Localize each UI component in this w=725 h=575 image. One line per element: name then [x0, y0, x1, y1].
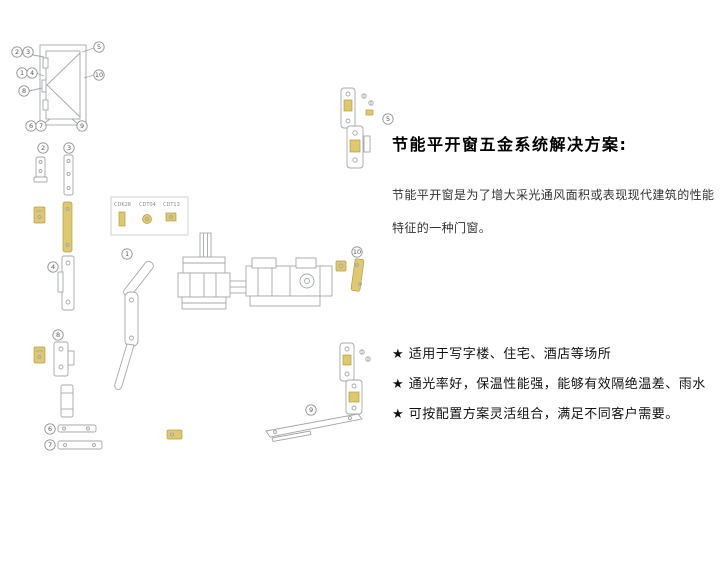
callout-2: 2	[11, 46, 23, 58]
callout-4-number: 4	[30, 69, 34, 77]
callout-8: 8	[18, 85, 30, 97]
part-10-lock-set	[335, 258, 365, 292]
part-label-10-number: 10	[353, 248, 361, 256]
profile-connection-lines	[230, 280, 246, 294]
part-label-9-number: 9	[309, 406, 313, 414]
callout-10-number: 10	[95, 71, 103, 79]
description-line-1: 节能平开窗是为了增大采光通风面积或表现现代建筑的性能	[392, 188, 715, 202]
part-label-8-number: 8	[56, 331, 60, 339]
profile-section-right	[245, 257, 333, 307]
part-3-hinge-strip	[63, 154, 74, 196]
part-label-4: 4	[47, 261, 59, 273]
profile-code-2: CDT04	[139, 202, 156, 208]
feature-list: ★ 适用于写字楼、住宅、酒店等场所 ★ 通光率好，保温性能强，能够有效隔绝温差、…	[392, 340, 725, 430]
part-label-8: 8	[52, 329, 64, 341]
callout-9: 9	[76, 120, 88, 132]
profile-code-3: CDT13	[163, 202, 180, 208]
profile-code-1: CDK28	[114, 202, 131, 208]
part-label-10: 10	[351, 246, 363, 258]
content-panel: 节能平开窗五金系统解决方案: 节能平开窗是为了增大采光通风面积或表现现代建筑的性…	[392, 131, 725, 245]
part-label-2: 2	[37, 142, 49, 154]
part-9-stay-arm	[265, 413, 363, 443]
callout-7: 7	[35, 120, 47, 132]
window-frame-schematic: 2 3 5 1 4 10 8 6 7	[11, 41, 105, 132]
part-6-bar	[57, 424, 97, 433]
profile-codes-box: CDK28 CDT04 CDT13	[110, 196, 189, 236]
callout-6-number: 6	[29, 122, 33, 130]
callout-9-number: 9	[80, 122, 84, 130]
part-5-hinge-set	[340, 87, 374, 169]
page-title: 节能平开窗五金系统解决方案:	[392, 135, 628, 154]
part-highlight-fitting-a	[33, 206, 46, 224]
callout-10: 10	[93, 69, 105, 81]
feature-item-1: ★ 适用于写字楼、住宅、酒店等场所	[392, 347, 612, 362]
part-label-6-number: 6	[48, 425, 52, 433]
part-label-5-number: 5	[386, 115, 390, 123]
part-4-hinge	[57, 255, 75, 311]
part-label-7: 7	[44, 439, 56, 451]
part-2-corner-bracket	[33, 156, 48, 183]
callout-3: 3	[22, 46, 34, 58]
part-label-9: 9	[305, 404, 317, 416]
feature-item-2: ★ 通光率好，保温性能强，能够有效隔绝温差、雨水	[392, 377, 706, 392]
part-label-7-number: 7	[48, 441, 52, 449]
description: 节能平开窗是为了增大采光通风面积或表现现代建筑的性能 特征的一种门窗。	[392, 179, 725, 245]
part-label-2-number: 2	[41, 144, 45, 152]
callout-4: 4	[26, 67, 38, 79]
feature-item-3: ★ 可按配置方案灵活组合，满足不同客户需要。	[392, 407, 679, 422]
description-line-2: 特征的一种门窗。	[392, 221, 492, 235]
hardware-exploded-diagram: 2 3 5 1 4 10 8 6 7	[11, 41, 394, 451]
callout-1-number: 1	[20, 69, 24, 77]
part-hinge-set-lower-right	[339, 342, 371, 415]
callout-8-number: 8	[22, 87, 26, 95]
callout-1: 1	[16, 67, 28, 79]
part-label-1-number: 1	[125, 250, 129, 258]
part-7-bar	[57, 440, 103, 450]
part-highlight-fitting-c	[166, 429, 183, 440]
callout-6: 6	[25, 120, 37, 132]
part-label-6: 6	[44, 423, 56, 435]
callout-5: 5	[93, 41, 105, 53]
part-8-keeper	[53, 341, 75, 377]
callout-7-number: 7	[39, 122, 43, 130]
part-label-3: 3	[63, 142, 75, 154]
part-label-3-number: 3	[67, 144, 71, 152]
part-highlight-strip	[62, 201, 73, 253]
callout-5-number: 5	[97, 43, 101, 51]
callout-3-number: 3	[26, 48, 30, 56]
part-1-handle	[114, 260, 154, 391]
part-strip	[60, 384, 74, 418]
part-highlight-fitting-b	[33, 346, 46, 364]
callout-2-number: 2	[15, 48, 19, 56]
part-label-4-number: 4	[51, 263, 55, 271]
profile-section-left	[177, 256, 231, 310]
part-label-1: 1	[121, 248, 133, 260]
part-label-5: 5	[382, 113, 394, 125]
